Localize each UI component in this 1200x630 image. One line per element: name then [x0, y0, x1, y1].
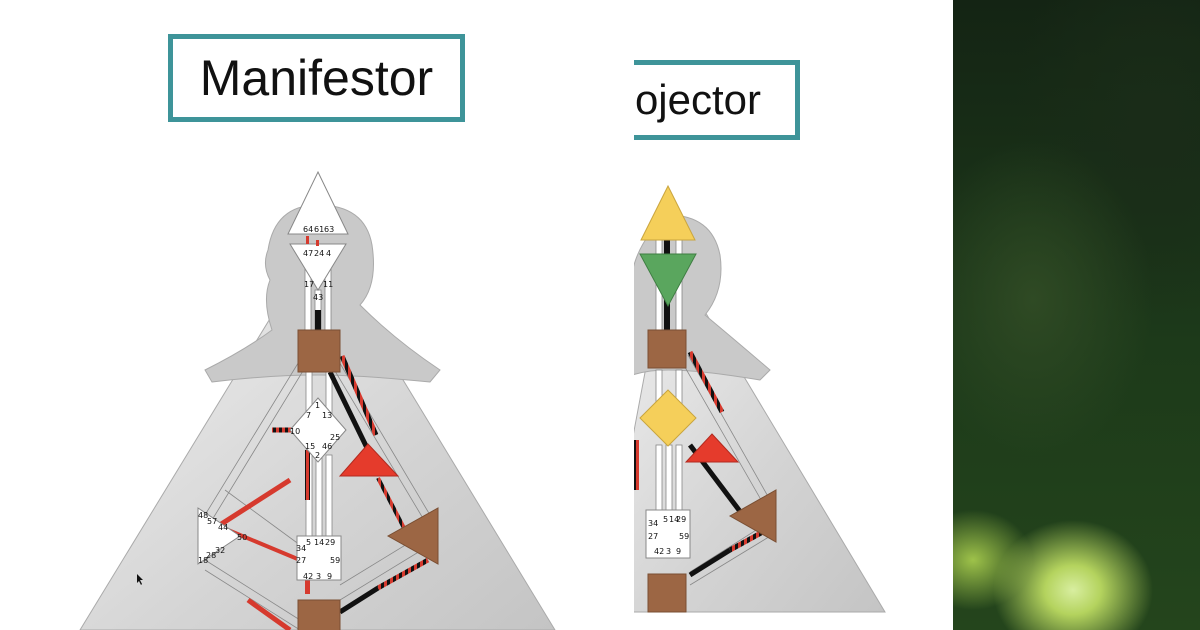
gate-number: 61: [314, 225, 324, 234]
manifestor-bodygraph: 64 61 63 47 24 4 17 11 43 1 7 13 10 15 4…: [79, 170, 556, 630]
gate-number: 29: [676, 515, 686, 524]
gate-number: 42: [654, 547, 664, 556]
solar-plexus-center: [728, 489, 777, 543]
root-center: [297, 599, 341, 630]
gate-number: 42: [303, 572, 313, 581]
gate-number: 17: [304, 280, 314, 289]
background-photo: [953, 0, 1200, 630]
gate-number: 46: [322, 442, 332, 451]
g-center: [289, 397, 347, 463]
heart-center: [684, 433, 740, 463]
gate-number: 14: [669, 515, 679, 524]
gate-number: 59: [330, 556, 340, 565]
solar-plexus-center: [386, 507, 439, 565]
gate-number: 13: [322, 411, 332, 420]
head-center: [287, 170, 349, 235]
projector-title: ojector: [634, 76, 761, 123]
gate-number: 32: [215, 546, 225, 555]
head-center: [640, 184, 696, 241]
projector-gate-numbers: 34 5 14 29 27 59 42 3 9: [648, 515, 689, 556]
gate-number: 57: [207, 517, 217, 526]
head-silhouette: [204, 204, 441, 383]
gate-number: 10: [290, 427, 300, 436]
gate-number: 63: [324, 225, 334, 234]
gate-number: 59: [679, 532, 689, 541]
projector-bodygraph: 34 5 14 29 27 59 42 3 9: [634, 184, 886, 613]
gate-number: 9: [327, 572, 332, 581]
gate-number: 44: [218, 523, 228, 532]
manifestor-title: Manifestor: [199, 50, 434, 106]
ajna-center: [639, 253, 697, 308]
gate-number: 48: [198, 511, 208, 520]
gate-number: 3: [666, 547, 671, 556]
sacral-center: [296, 535, 342, 581]
gate-number: 3: [316, 572, 321, 581]
gate-number: 43: [313, 293, 323, 302]
cursor-arrow-icon: [137, 574, 143, 585]
gate-number: 4: [326, 249, 331, 258]
gate-number: 50: [237, 533, 247, 542]
gate-number: 5: [663, 515, 668, 524]
gate-number: 28: [206, 551, 216, 560]
gate-number: 34: [648, 519, 658, 528]
gate-number: 15: [305, 442, 315, 451]
gate-number: 47: [303, 249, 313, 258]
gate-number: 14: [314, 538, 324, 547]
sacral-center: [645, 509, 691, 559]
projector-title-box: ojector: [634, 60, 800, 140]
manifestor-title-box: Manifestor: [168, 34, 465, 122]
gate-number: 25: [330, 433, 340, 442]
g-center: [639, 389, 697, 447]
gate-number: 11: [323, 280, 333, 289]
defined-channels: [210, 310, 430, 630]
gate-number: 29: [325, 538, 335, 547]
root-center: [647, 573, 687, 613]
gate-number: 27: [296, 556, 306, 565]
gate-number: 34: [296, 544, 306, 553]
throat-center: [647, 329, 687, 369]
throat-center: [297, 329, 341, 373]
spleen-center: [197, 507, 241, 565]
manifestor-gate-numbers: 64 61 63 47 24 4 17 11 43 1 7 13 10 15 4…: [198, 225, 340, 581]
gate-number: 64: [303, 225, 313, 234]
gate-number: 5: [306, 538, 311, 547]
gate-number: 24: [314, 249, 324, 258]
gate-number: 27: [648, 532, 658, 541]
heart-center: [338, 443, 400, 477]
gate-number: 18: [198, 556, 208, 565]
gate-number: 1: [315, 401, 320, 410]
gate-number: 2: [315, 451, 320, 460]
bodygraph-diagrams: 64 61 63 47 24 4 17 11 43 1 7 13 10 15 4…: [79, 170, 886, 630]
gate-number: 9: [676, 547, 681, 556]
gate-number: 7: [306, 411, 311, 420]
